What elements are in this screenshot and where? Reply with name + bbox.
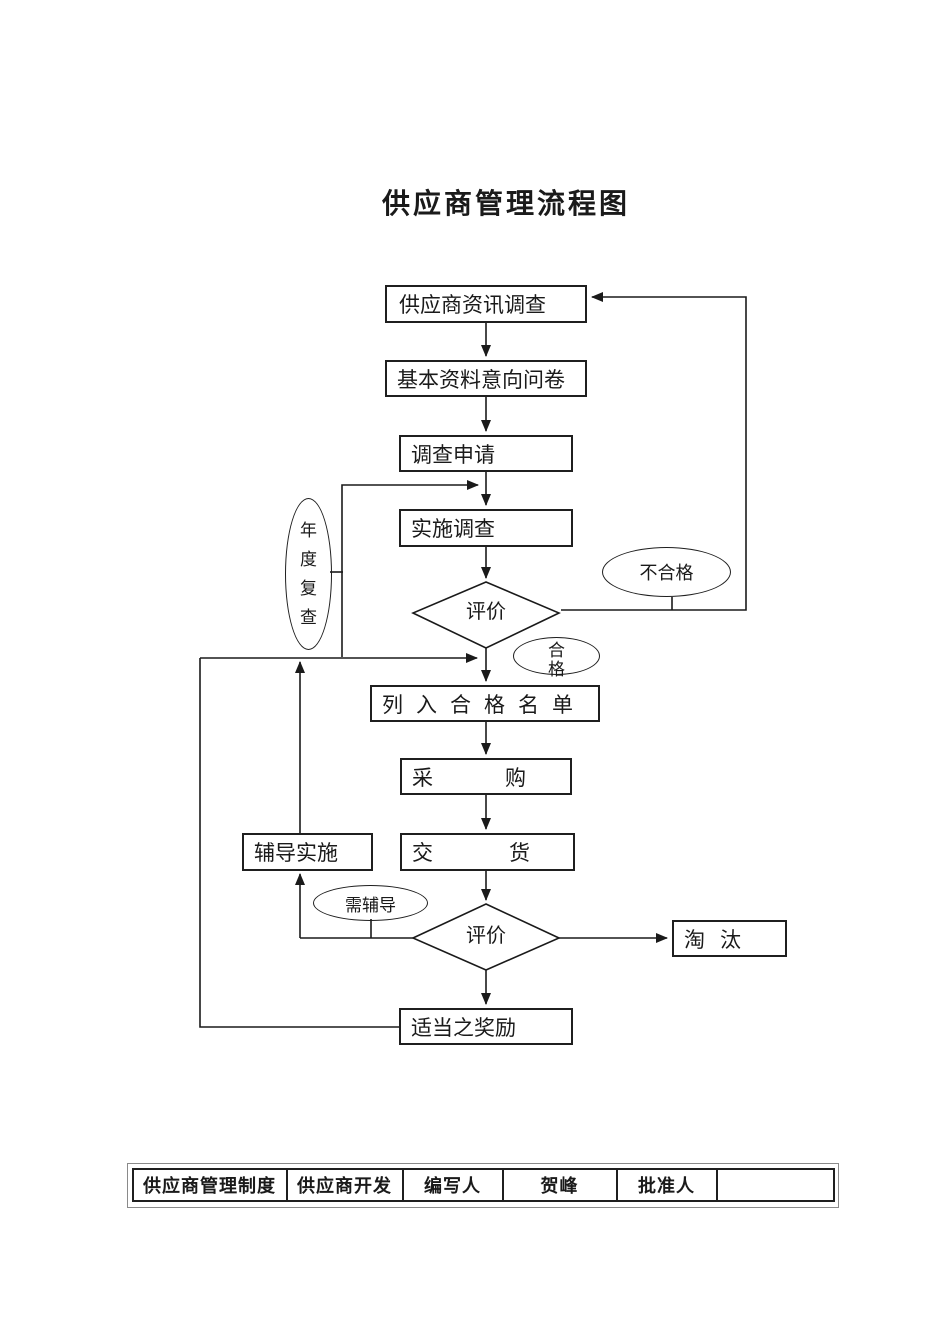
footer-table: 供应商管理制度 供应商开发 编写人 贺峰 批准人 (127, 1163, 839, 1208)
decision-eval1-label: 评价 (466, 601, 506, 623)
node-label: 辅导实施 (254, 841, 338, 865)
node-label: 淘汰 (684, 927, 756, 952)
node-delivery: 交货 (400, 833, 575, 871)
node-basic-info-questionnaire: 基本资料意向问卷 (385, 360, 587, 397)
node-label: 采购 (412, 765, 598, 790)
decision-eval2-diamond (411, 903, 561, 971)
node-appropriate-reward: 适当之奖励 (399, 1008, 573, 1045)
ellipse-label: 年度复查 (300, 521, 317, 627)
table-cell-doc-title: 供应商管理制度 (131, 1168, 288, 1202)
label-annual-review: 年度复查 (285, 498, 332, 650)
node-survey-application: 调查申请 (399, 435, 573, 472)
node-implement-survey: 实施调查 (399, 509, 573, 547)
table-cell-approver-name (715, 1168, 835, 1202)
page-title: 供应商管理流程图 (382, 189, 631, 220)
node-label: 基本资料意向问卷 (397, 367, 565, 392)
node-label: 列入合格名单 (382, 692, 586, 717)
node-label: 交货 (412, 841, 606, 865)
annual-review-loop (341, 480, 479, 657)
node-label: 调查申请 (411, 442, 495, 467)
node-coaching-implementation: 辅导实施 (242, 833, 373, 871)
node-label: 实施调查 (411, 517, 495, 541)
label-need-coaching: 需辅导 (313, 885, 428, 921)
table-cell-author-name: 贺峰 (501, 1168, 618, 1202)
decision-eval1-diamond (411, 581, 561, 649)
reward-return-loop (199, 658, 399, 1028)
label-unqualified: 不合格 (602, 547, 731, 597)
table-cell-approver-label: 批准人 (615, 1168, 718, 1202)
node-supplier-info-survey: 供应商资讯调查 (385, 285, 587, 323)
connector-group (199, 292, 747, 1028)
ellipse-label: 不合格 (639, 563, 694, 583)
unqualified-feedback-loop (561, 292, 747, 611)
table-cell-author-label: 编写人 (401, 1168, 504, 1202)
node-purchase: 采购 (400, 758, 572, 795)
decision-eval2-label: 评价 (466, 925, 506, 947)
ellipse-label: 需辅导 (345, 895, 396, 915)
node-label: 供应商资讯调查 (399, 293, 546, 317)
footer-table-row: 供应商管理制度 供应商开发 编写人 贺峰 批准人 (131, 1168, 835, 1202)
footer-table-grid: 供应商管理制度 供应商开发 编写人 贺峰 批准人 (131, 1168, 835, 1202)
ellipse-label: 合格 (548, 641, 565, 679)
node-label: 适当之奖励 (411, 1015, 516, 1040)
table-cell-section: 供应商开发 (285, 1168, 404, 1202)
label-qualified: 合格 (513, 637, 600, 679)
node-qualified-list: 列入合格名单 (370, 685, 600, 722)
node-eliminate: 淘汰 (672, 920, 787, 957)
